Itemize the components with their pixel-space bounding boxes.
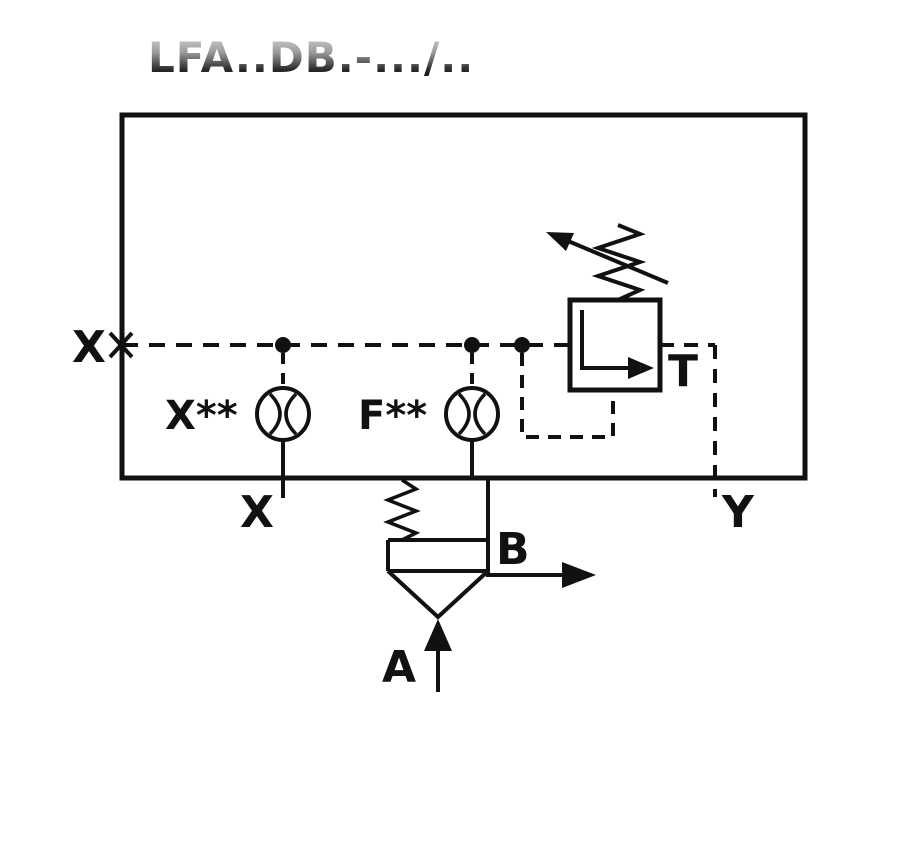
label-port-b: B — [496, 524, 530, 575]
relief-flow-arrow — [628, 357, 654, 379]
orifice-f-arc — [457, 392, 471, 436]
relief-spring — [591, 223, 647, 302]
main-valve-spring — [383, 478, 421, 542]
label-port-x-left: X — [72, 322, 106, 373]
orifice-f-arc — [473, 392, 487, 436]
x-port-cross-mark — [108, 331, 134, 359]
junction-dot — [464, 337, 480, 353]
label-orifice-f: F** — [358, 393, 427, 439]
junction-dot — [275, 337, 291, 353]
label-orifice-x: X** — [165, 393, 238, 439]
diagram-title: LFA..DB.-.../.. — [148, 33, 474, 82]
orifice-f-symbol — [444, 386, 500, 442]
label-port-y: Y — [721, 487, 755, 538]
main-valve-poppet-seat — [386, 569, 490, 620]
adjustment-arrow-shaft — [567, 239, 669, 285]
control-cover-outline — [119, 112, 808, 481]
relief-flow-path — [580, 310, 632, 370]
label-port-x-bottom: X — [240, 487, 274, 538]
orifice-x-symbol — [255, 386, 311, 442]
adjustment-arrow-head — [546, 232, 574, 251]
port-a-arrow — [424, 619, 452, 651]
orifice-x-arc — [268, 392, 282, 436]
junction-dot — [514, 337, 530, 353]
orifice-x-arc — [284, 392, 298, 436]
port-b-arrow — [562, 562, 596, 588]
label-port-a: A — [382, 642, 416, 693]
label-port-t: T — [668, 346, 698, 397]
